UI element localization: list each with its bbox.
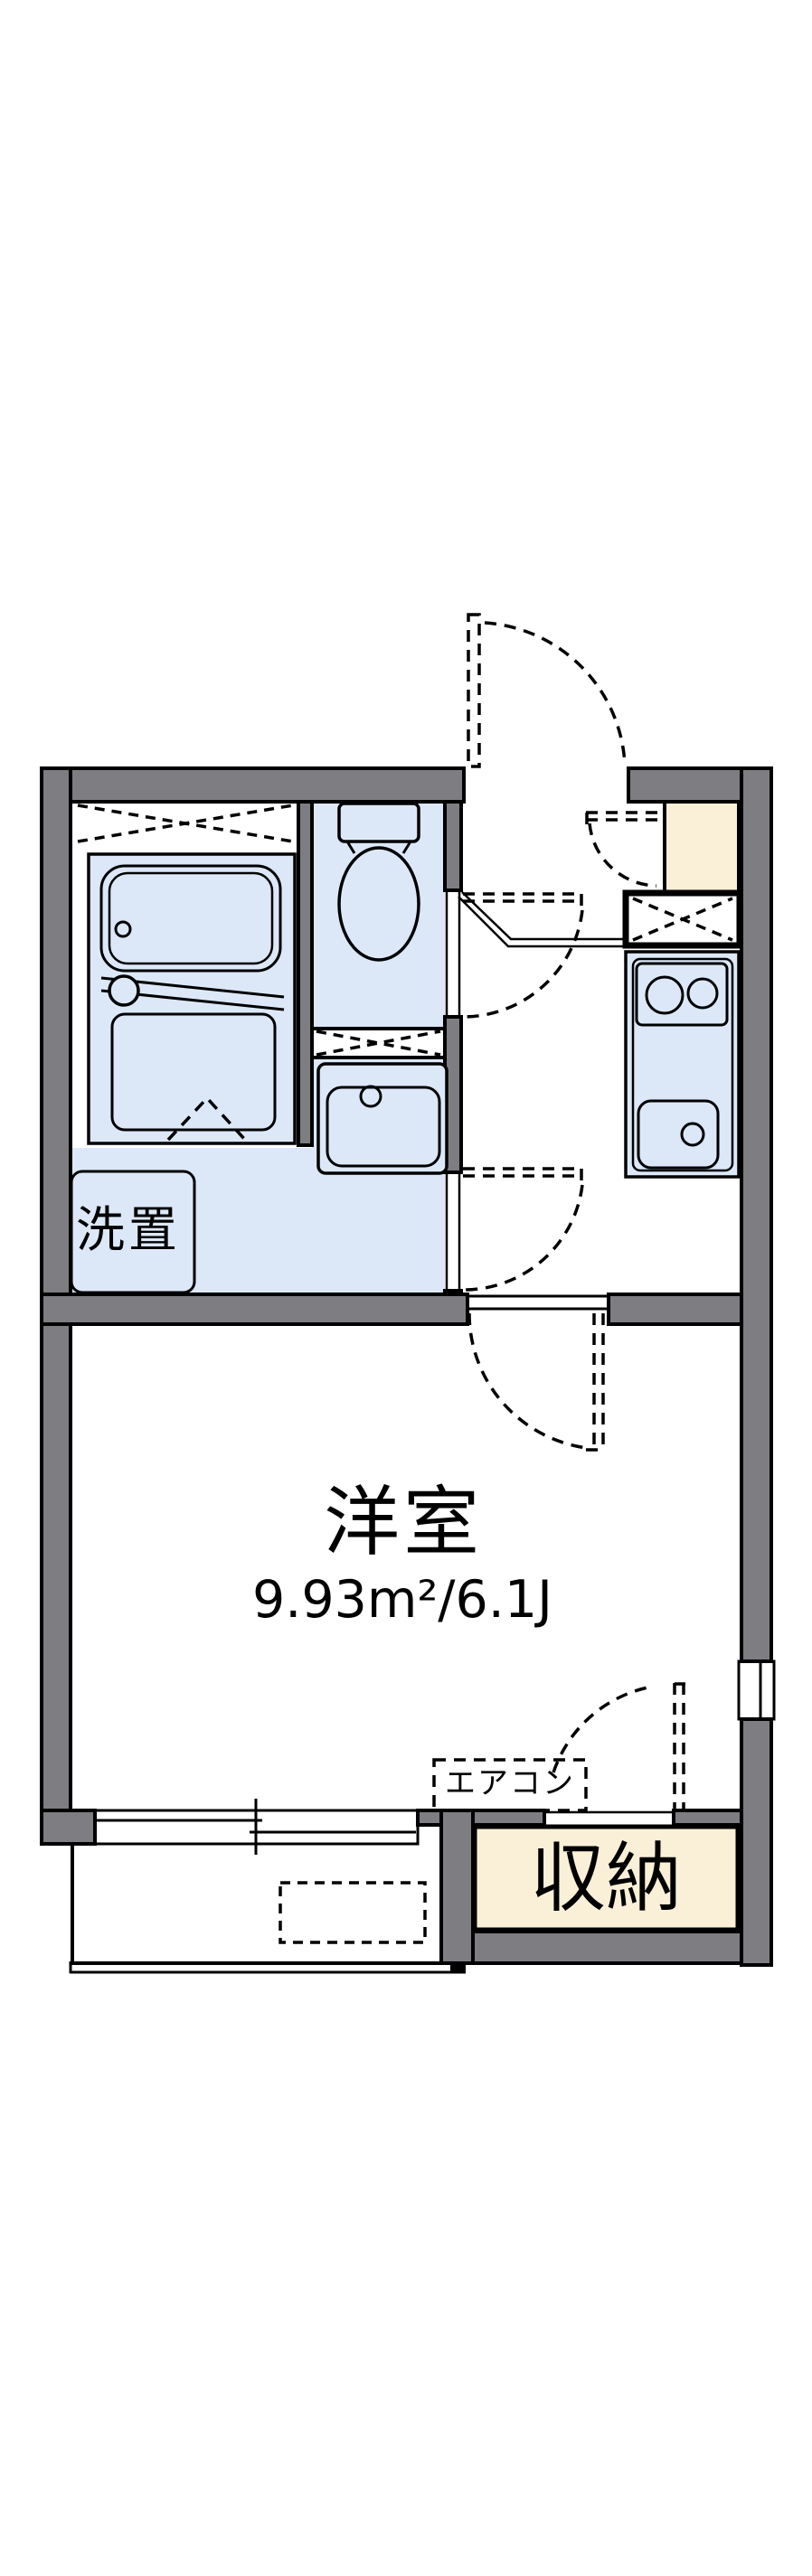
balcony xyxy=(69,1844,466,1974)
wall-bath-toilet xyxy=(297,800,314,1147)
wall-right-upper xyxy=(740,766,773,1663)
closet-box xyxy=(472,1824,741,1932)
washbasin-bowl xyxy=(326,1086,441,1168)
aircon-label: エアコン xyxy=(445,1765,575,1801)
toilet-window-x-2 xyxy=(316,1029,441,1057)
toilet xyxy=(337,802,420,962)
wall-top-left xyxy=(40,766,466,804)
entry-step-line-1 xyxy=(461,891,626,941)
wall-hall-main-right xyxy=(607,1293,743,1326)
balcony-rail-step xyxy=(450,1963,466,1973)
washbasin xyxy=(316,1062,448,1175)
wall-toilet-hall-upper xyxy=(443,800,463,892)
toilet-window-x-1 xyxy=(316,1029,441,1057)
entrance-door-leaf xyxy=(467,613,481,768)
entry-step-line-2 xyxy=(458,896,626,948)
washroom-door-swing xyxy=(461,1184,584,1292)
main-door-swing xyxy=(467,1312,588,1450)
sink-drain xyxy=(680,1122,705,1147)
main-room-area: 9.93m²/6.1J xyxy=(252,1570,552,1630)
toilet-tank xyxy=(337,802,420,843)
wall-closet-bottom xyxy=(471,1930,743,1965)
washing-machine-pan xyxy=(70,1170,196,1294)
kitchen-window-x-2 xyxy=(632,897,733,942)
closet-label: 収納 xyxy=(529,1834,682,1923)
bath-faucet xyxy=(108,974,140,1007)
toilet-bowl xyxy=(337,846,420,962)
entrance xyxy=(458,800,743,949)
kitchen xyxy=(624,950,741,1179)
bathtub-inner xyxy=(108,871,274,965)
aircon-box xyxy=(432,1758,588,1812)
bath-vent-x-2 xyxy=(77,804,294,843)
kitchen-counter xyxy=(624,950,741,1179)
shower-floor xyxy=(110,1012,277,1132)
toilet-link-2 xyxy=(401,841,412,854)
wall-balcony-closet xyxy=(439,1809,475,1965)
side-window-frame xyxy=(737,1659,776,1721)
laundry-label: 洗置 xyxy=(76,1201,181,1258)
wall-right-lower xyxy=(740,1717,773,1967)
wall-main-closet-left xyxy=(416,1809,546,1827)
balcony-overhang-dashed xyxy=(279,1881,427,1944)
toilet-door-swing xyxy=(461,909,584,1019)
bathtub xyxy=(99,864,282,973)
shoe-cabinet xyxy=(663,800,741,894)
doors xyxy=(461,613,685,1810)
bathtub-drain xyxy=(114,920,132,938)
windows xyxy=(93,1659,776,1855)
washbasin-counter xyxy=(316,1062,448,1175)
entrance-door-swing xyxy=(484,621,627,765)
unit-bath xyxy=(77,804,297,1145)
washbasin-faucet xyxy=(359,1085,382,1108)
wall-main-closet-right xyxy=(672,1809,743,1827)
closet-door-swing xyxy=(552,1685,653,1773)
wall-left-bottom-block xyxy=(40,1809,97,1846)
kitchen-counter-inner xyxy=(631,957,734,1172)
wall-left xyxy=(40,766,72,1815)
walls xyxy=(40,766,773,1967)
stove-burner-right xyxy=(686,977,719,1010)
kitchen-sink xyxy=(637,1099,720,1170)
thresholds xyxy=(445,890,674,1814)
main-room-label: 洋室 xyxy=(323,1478,483,1566)
stove-burner-left xyxy=(645,975,685,1015)
toilet-link-1 xyxy=(345,841,356,854)
wall-hall-main-left xyxy=(40,1293,469,1326)
entry-inner-swing xyxy=(588,823,657,888)
stove xyxy=(635,962,729,1027)
toilet-window xyxy=(310,1027,447,1059)
